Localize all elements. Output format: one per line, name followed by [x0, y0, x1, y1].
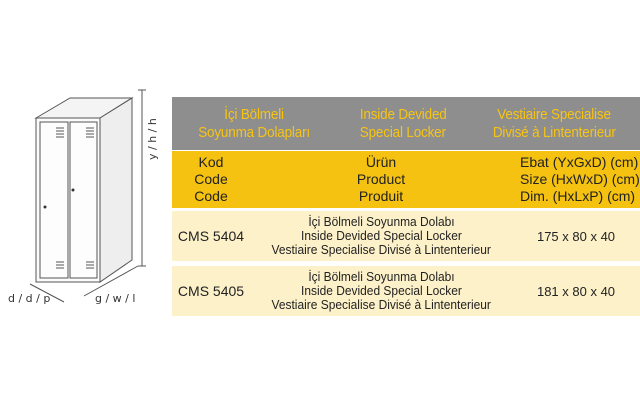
size-column-label: Ebat (YxGxD) (cm) Size (HxWxD) (cm) Dim.…	[512, 151, 640, 208]
header-english: Inside Devided Special Locker	[337, 97, 469, 150]
height-dimension-label: y / h / h	[146, 118, 159, 160]
size-label-en: Size (HxWxD) (cm)	[520, 171, 640, 187]
size-label-fr: Dim. (HxLxP) (cm)	[520, 188, 636, 204]
header-turkish-line2: Soyunma Dolapları	[198, 123, 311, 141]
table-row: CMS 5404 İçi Bölmeli Soyunma Dolabı Insi…	[172, 211, 640, 261]
header-turkish-line1: İçi Bölmeli	[224, 105, 285, 123]
product-label-en: Product	[356, 171, 406, 187]
product-name-en: Inside Devided Special Locker	[300, 283, 462, 298]
width-dimension-label: g / w / l	[95, 292, 136, 305]
size-label-tr: Ebat (YxGxD) (cm)	[520, 154, 639, 170]
product-code-cell: CMS 5405	[172, 266, 250, 316]
product-label-tr: Ürün	[365, 154, 397, 170]
product-label-fr: Produit	[358, 188, 404, 204]
header-french-line1: Vestiaire Specialise	[497, 105, 612, 123]
product-code: CMS 5404	[177, 228, 245, 244]
header-french-line2: Divisé à Lintenterieur	[493, 123, 616, 141]
column-labels-row: Kod Code Code Ürün Product Produit Ebat …	[172, 151, 640, 208]
header-english-line1: Inside Devided	[359, 105, 447, 123]
product-code-cell: CMS 5404	[172, 211, 250, 261]
table-row: CMS 5405 İçi Bölmeli Soyunma Dolabı Insi…	[172, 266, 640, 316]
depth-dimension-label: d / d / p	[8, 292, 51, 305]
product-size-cell: 181 x 80 x 40	[512, 266, 640, 316]
product-size: 181 x 80 x 40	[536, 283, 616, 299]
table-header-row: İçi Bölmeli Soyunma Dolapları Inside Dev…	[172, 97, 640, 150]
product-name-tr: İçi Bölmeli Soyunma Dolabı	[307, 214, 455, 229]
code-column-label: Kod Code Code	[172, 151, 250, 208]
product-name-fr: Vestiaire Specialise Divisé à Lintenteri…	[271, 297, 491, 312]
product-size: 175 x 80 x 40	[536, 228, 616, 244]
product-name-fr: Vestiaire Specialise Divisé à Lintenteri…	[271, 242, 491, 257]
header-turkish: İçi Bölmeli Soyunma Dolapları	[172, 97, 337, 150]
code-label-fr: Code	[194, 188, 228, 204]
code-label-en: Code	[194, 171, 228, 187]
code-label-tr: Kod	[198, 154, 224, 170]
locker-drawing	[29, 89, 146, 303]
header-english-line2: Special Locker	[359, 123, 447, 141]
product-name-en: Inside Devided Special Locker	[300, 228, 462, 243]
product-name-cell: İçi Bölmeli Soyunma Dolabı Inside Devide…	[250, 266, 512, 316]
product-code: CMS 5405	[177, 283, 245, 299]
header-french: Vestiaire Specialise Divisé à Lintenteri…	[469, 97, 640, 150]
product-table: İçi Bölmeli Soyunma Dolapları Inside Dev…	[172, 97, 640, 316]
product-column-label: Ürün Product Produit	[250, 151, 512, 208]
product-size-cell: 175 x 80 x 40	[512, 211, 640, 261]
product-name-tr: İçi Bölmeli Soyunma Dolabı	[307, 269, 455, 284]
product-name-cell: İçi Bölmeli Soyunma Dolabı Inside Devide…	[250, 211, 512, 261]
